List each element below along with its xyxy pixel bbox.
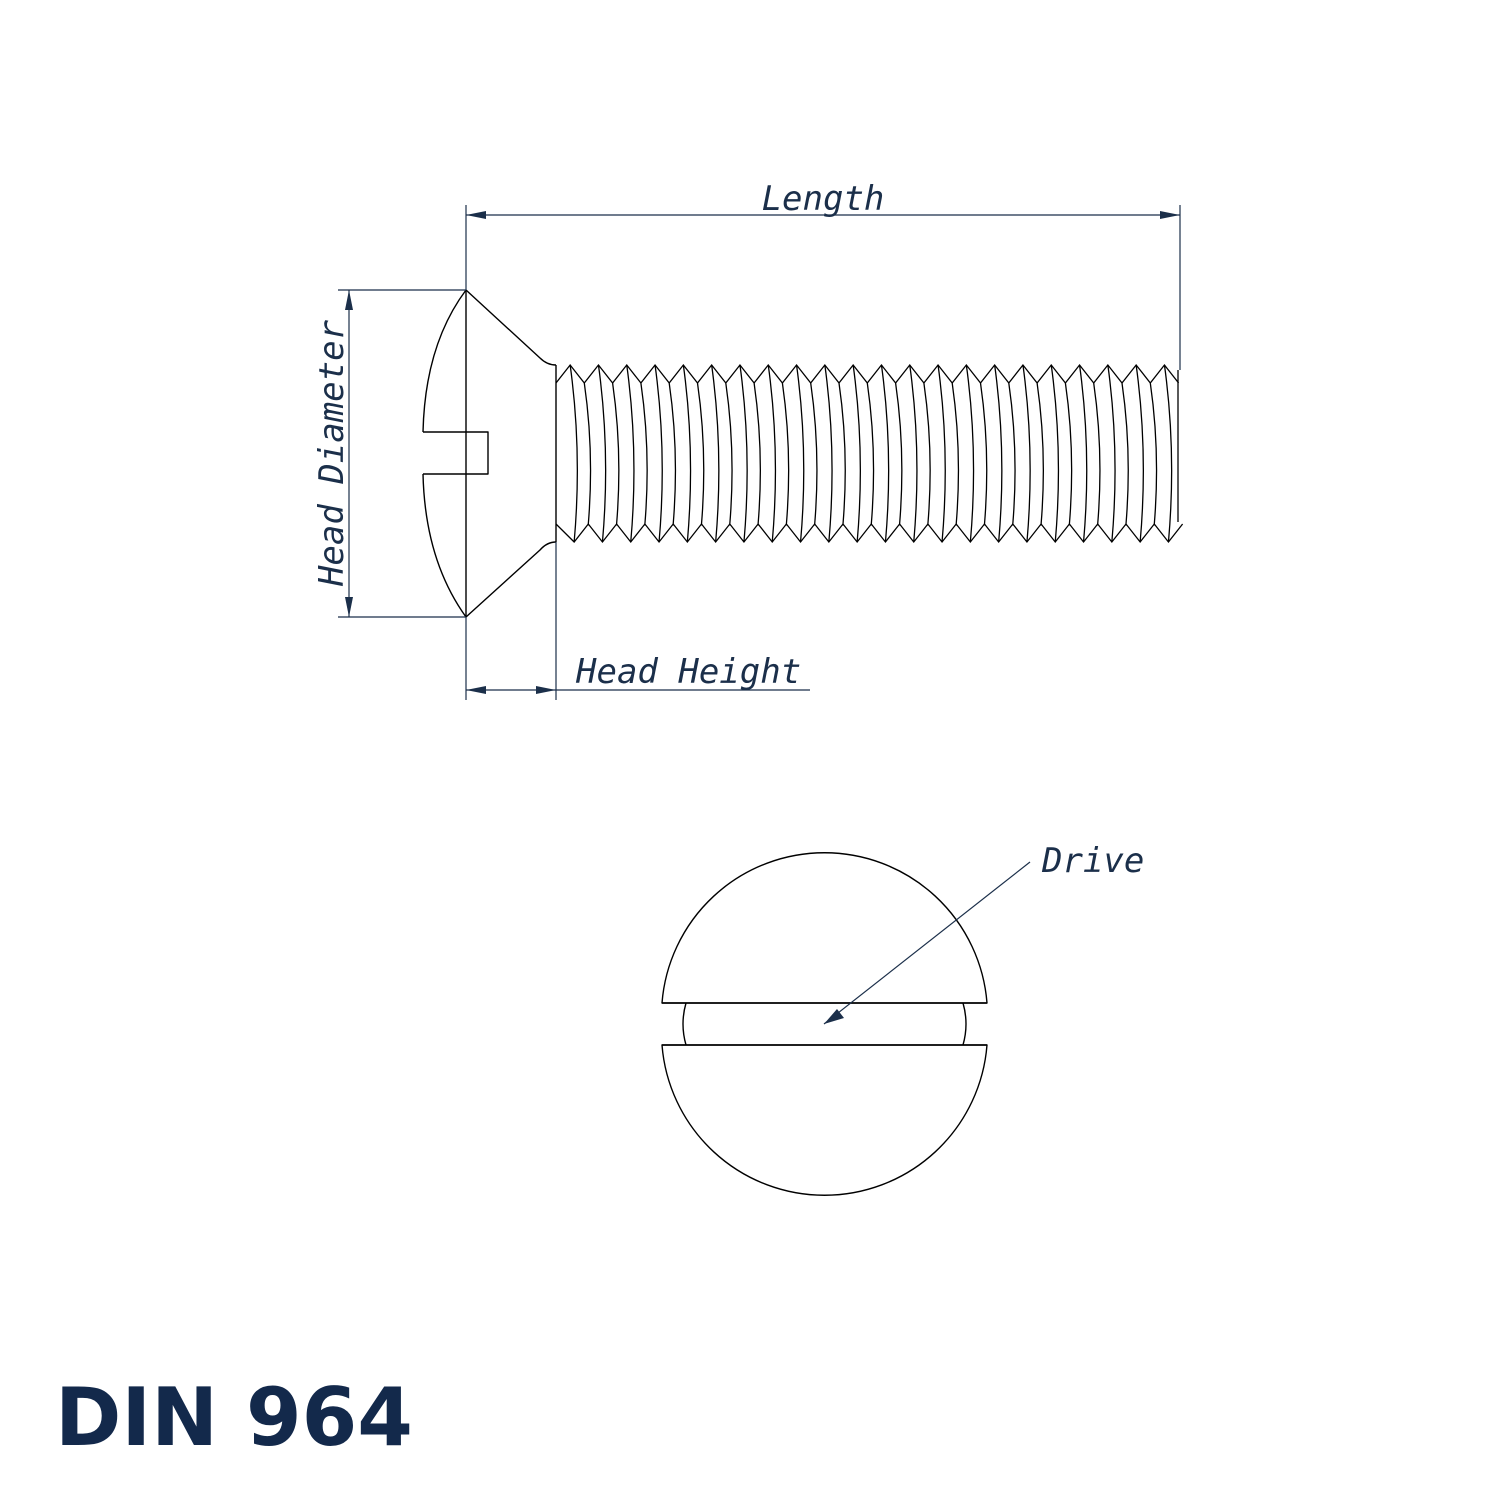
slot-left-wall	[682, 1002, 687, 1046]
thread-flank-line	[711, 364, 720, 543]
thread-flank-line	[569, 364, 578, 543]
thread-root-line	[894, 382, 903, 525]
drive-label: Drive	[1041, 841, 1144, 881]
thread-flank-line	[1022, 364, 1031, 543]
thread-flank-line	[852, 364, 861, 543]
drive-leader-line	[823, 861, 1031, 1025]
length-arrow-right	[1160, 211, 1180, 219]
thread-root-line	[696, 382, 705, 525]
length-label: Length	[762, 179, 885, 219]
thread-flank-line	[1078, 364, 1088, 543]
thread-flank-line	[1050, 364, 1060, 543]
thread-root-line	[979, 382, 988, 525]
head-diameter-arrow-bottom	[345, 597, 353, 617]
thread-crest-bottom	[555, 522, 1184, 544]
head-cone-upper	[465, 289, 557, 366]
thread-flank-line	[965, 364, 975, 543]
thread-flank-line	[626, 364, 635, 543]
thread-root-line	[1064, 382, 1073, 525]
drive-callout: Drive	[823, 841, 1144, 1025]
thread-flank-line	[824, 364, 833, 543]
head-top-upper-half	[661, 852, 988, 1004]
thread-root-line	[753, 382, 761, 525]
head-height-arrow-right	[536, 686, 556, 694]
head-top-lower-half	[661, 1044, 988, 1196]
thread-root-line	[640, 382, 648, 525]
thread-root-line	[951, 382, 960, 525]
head-dome-lower	[422, 473, 467, 618]
standard-title: DIN 964	[55, 1371, 413, 1464]
thread-flank-line	[739, 364, 748, 543]
thread-flank-line	[654, 364, 663, 543]
thread-flank-line	[1107, 364, 1116, 543]
thread-flank-line	[682, 364, 692, 543]
thread-root-line	[725, 382, 733, 525]
thread-root-line	[611, 382, 620, 525]
thread-flank-line	[880, 364, 890, 543]
thread-flank-line	[909, 364, 918, 543]
head-dome-upper	[422, 289, 467, 433]
head-slot	[423, 431, 489, 475]
thread-root-line	[668, 382, 677, 525]
slot-right-wall	[962, 1002, 967, 1046]
thread-root-line	[838, 382, 846, 525]
thread-root-line	[923, 382, 931, 525]
thread-root-line	[1036, 382, 1044, 525]
length-arrow-left	[466, 211, 486, 219]
thread-flank-line	[937, 364, 946, 543]
thread-flank-line	[767, 364, 777, 543]
thread-flank-line	[1163, 364, 1173, 543]
thread-root-line	[810, 382, 818, 525]
head-diameter-label: Head Diameter	[312, 319, 352, 587]
thread-root-line	[1121, 382, 1129, 525]
thread-root-line	[1008, 382, 1016, 525]
thread-root-line	[866, 382, 875, 525]
thread-root-line	[583, 382, 592, 525]
screw-head-side-view	[422, 289, 557, 618]
screw-head-top-view	[661, 852, 988, 1196]
head-cone-lower	[465, 541, 557, 618]
thread-root-line	[781, 382, 790, 525]
thread-crest-top	[555, 363, 1180, 385]
head-height-label: Head Height	[575, 652, 801, 692]
thread-root-line	[1093, 382, 1101, 525]
head-height-arrow-left	[466, 686, 486, 694]
drive-leader-arrow	[824, 1009, 844, 1024]
thread-flank-line	[597, 364, 607, 543]
head-diameter-dimension: Head Diameter	[312, 289, 466, 618]
thread-flank-line	[994, 364, 1003, 543]
head-diameter-arrow-top	[345, 290, 353, 310]
head-height-dimension: Head Height	[465, 542, 810, 700]
thread-root-line	[1149, 382, 1158, 525]
thread-flank-line	[795, 364, 805, 543]
length-dimension: Length	[465, 179, 1181, 370]
thread-flank-line	[1135, 364, 1144, 543]
threaded-shank	[555, 363, 1184, 544]
